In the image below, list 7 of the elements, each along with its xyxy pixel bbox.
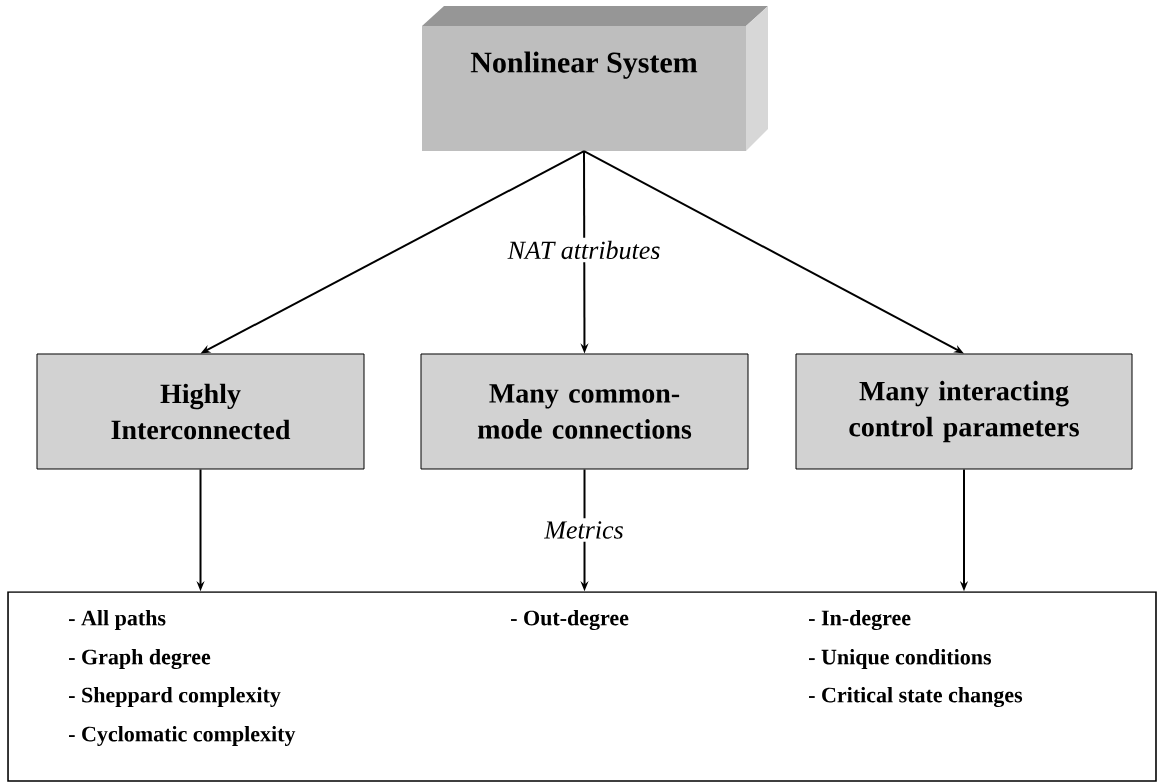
block-box: Nonlinear System <box>422 6 768 151</box>
category-box: Highly Interconnected <box>36 353 365 470</box>
category-box: Many common-mode connections <box>420 353 749 470</box>
category-box: Many interacting control parameters <box>795 353 1133 470</box>
edge-label: Metrics <box>541 518 627 542</box>
edge-label: NAT attributes <box>504 237 664 263</box>
metrics-box: - All paths - Graph degree - Sheppard complexity - Cyclomatic complexity - Out-degree - In-degree - Unique conditions - Critical state changes <box>7 591 1157 782</box>
